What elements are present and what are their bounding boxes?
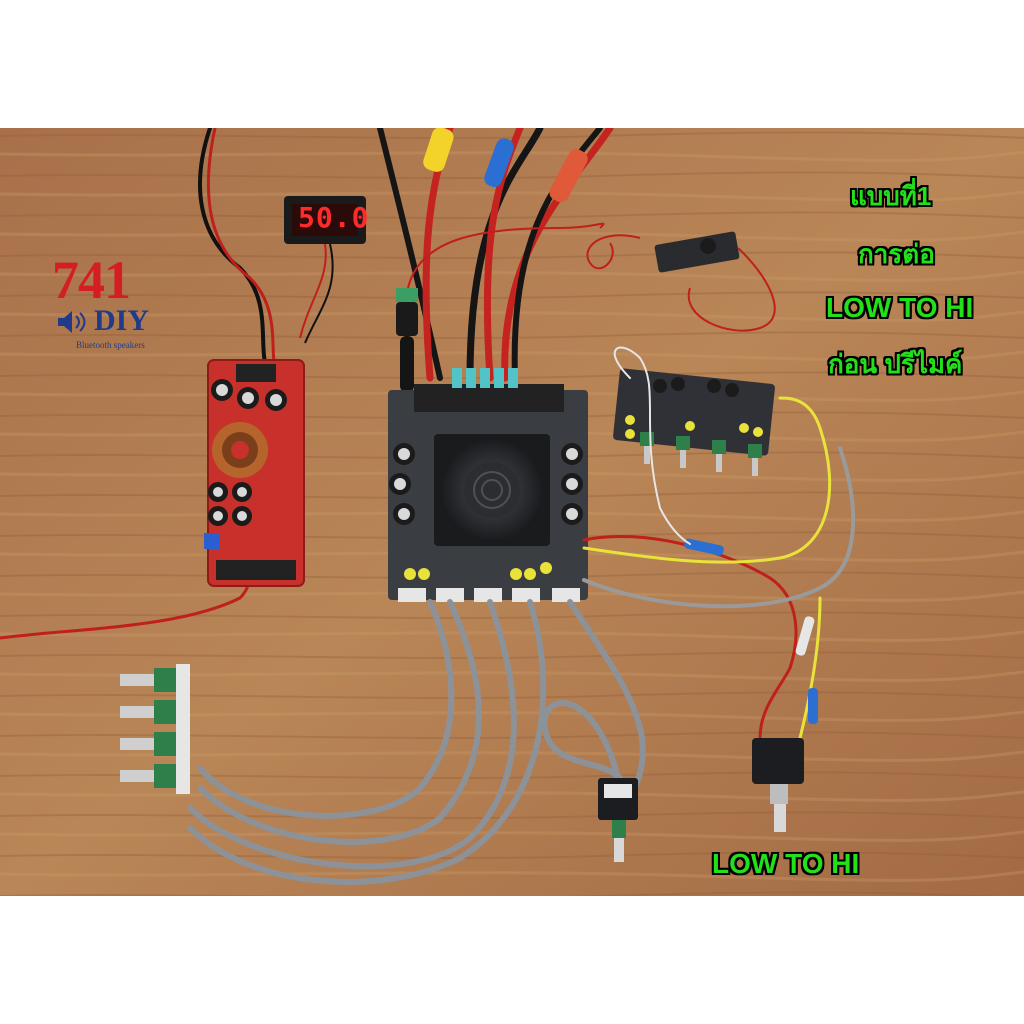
label-connect: การต่อ bbox=[858, 239, 935, 269]
boost-converter-board bbox=[204, 359, 305, 587]
brand-logo: 741 DIY Bluetooth speakers bbox=[48, 250, 168, 360]
logo-tagline: Bluetooth speakers bbox=[76, 340, 145, 350]
power-wires bbox=[0, 128, 614, 640]
single-pot bbox=[598, 778, 638, 862]
logo-brand: DIY bbox=[94, 304, 150, 337]
label-style-title: แบบที่1 bbox=[850, 181, 932, 211]
volume-pot bbox=[752, 738, 804, 832]
tone-pots-left bbox=[120, 664, 190, 794]
label-low-to-hi-bottom: LOW TO HI bbox=[712, 848, 860, 879]
dc-jack bbox=[396, 222, 605, 392]
pot-cables bbox=[187, 599, 646, 885]
voltmeter-reading: 50.0 bbox=[298, 201, 370, 234]
stepdown-module bbox=[586, 231, 776, 332]
logo-number: 741 bbox=[52, 250, 131, 310]
tone-control-board bbox=[613, 368, 775, 476]
photo bbox=[0, 128, 1024, 896]
voltmeter bbox=[284, 196, 366, 344]
signal-wires bbox=[582, 346, 856, 740]
label-before-preamp: ก่อน ปรีไมค์ bbox=[828, 349, 963, 379]
label-low-to-hi-top: LOW TO HI bbox=[826, 292, 974, 323]
speaker-icon bbox=[58, 311, 86, 333]
scene bbox=[0, 128, 1024, 896]
amplifier-board bbox=[388, 368, 588, 602]
